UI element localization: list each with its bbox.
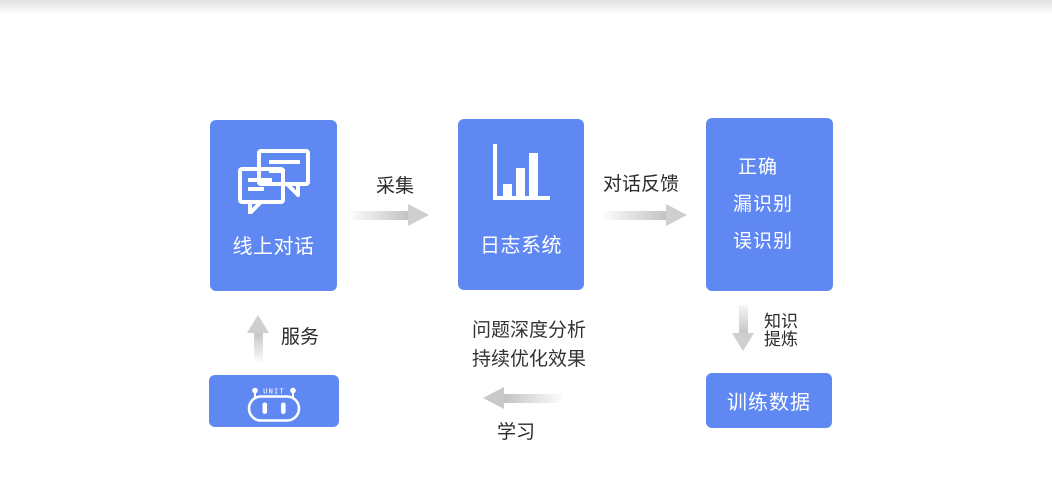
serve-arrow-label: 服务 xyxy=(281,326,320,348)
knowledge-refine-arrow xyxy=(732,305,754,351)
collect-arrow xyxy=(350,204,429,226)
arrow-head-down-icon xyxy=(732,333,754,351)
learn-arrow-label: 学习 xyxy=(496,421,535,443)
arrow-head-left-icon xyxy=(483,387,504,409)
arrow-shaft xyxy=(738,305,748,333)
recognition-line-missed: 漏识别 xyxy=(733,193,794,215)
recognition-lines: 正确 漏识别 误识别 xyxy=(706,118,833,260)
analysis-note-line1: 问题深度分析 xyxy=(472,319,587,341)
node-training-data: 训练数据 xyxy=(706,373,832,428)
bar-chart-icon xyxy=(490,142,552,206)
learn-arrow xyxy=(483,387,562,409)
knowledge-refine-arrow-label: 知识 提炼 xyxy=(764,312,798,350)
chat-bubbles-icon xyxy=(236,146,312,218)
node-recognition-results: 正确 漏识别 误识别 xyxy=(706,118,833,291)
recognition-line-wrong: 误识别 xyxy=(733,230,794,252)
arrow-shaft xyxy=(350,210,408,220)
analysis-notes: 问题深度分析 持续优化效果 xyxy=(472,316,586,374)
arrow-shaft xyxy=(603,210,666,220)
arrow-shaft xyxy=(253,333,263,362)
unit-robot-icon: UNIT xyxy=(247,387,301,422)
arrow-head-up-icon xyxy=(247,315,269,333)
collect-arrow-label: 采集 xyxy=(375,175,414,197)
top-gradient-band xyxy=(0,0,1052,14)
knowledge-refine-label-line1: 知识 xyxy=(764,312,798,332)
recognition-line-correct: 正确 xyxy=(738,156,779,178)
dialog-feedback-arrow-label: 对话反馈 xyxy=(602,173,679,195)
knowledge-refine-label-line2: 提炼 xyxy=(764,329,798,350)
analysis-note-line2: 持续优化效果 xyxy=(472,348,587,370)
arrow-shaft xyxy=(504,393,562,403)
node-unit-robot: UNIT xyxy=(209,375,339,427)
node-log-system-label: 日志系统 xyxy=(480,233,562,257)
dialog-feedback-arrow xyxy=(603,204,687,226)
node-training-data-label: 训练数据 xyxy=(727,390,811,414)
node-online-dialog-label: 线上对话 xyxy=(232,234,315,258)
unit-badge-text: UNIT xyxy=(263,387,285,395)
arrow-head-right-icon xyxy=(408,204,429,226)
node-online-dialog: 线上对话 xyxy=(210,120,337,291)
arrow-head-right-icon xyxy=(666,204,687,226)
serve-arrow xyxy=(247,315,269,362)
node-log-system: 日志系统 xyxy=(458,119,584,290)
